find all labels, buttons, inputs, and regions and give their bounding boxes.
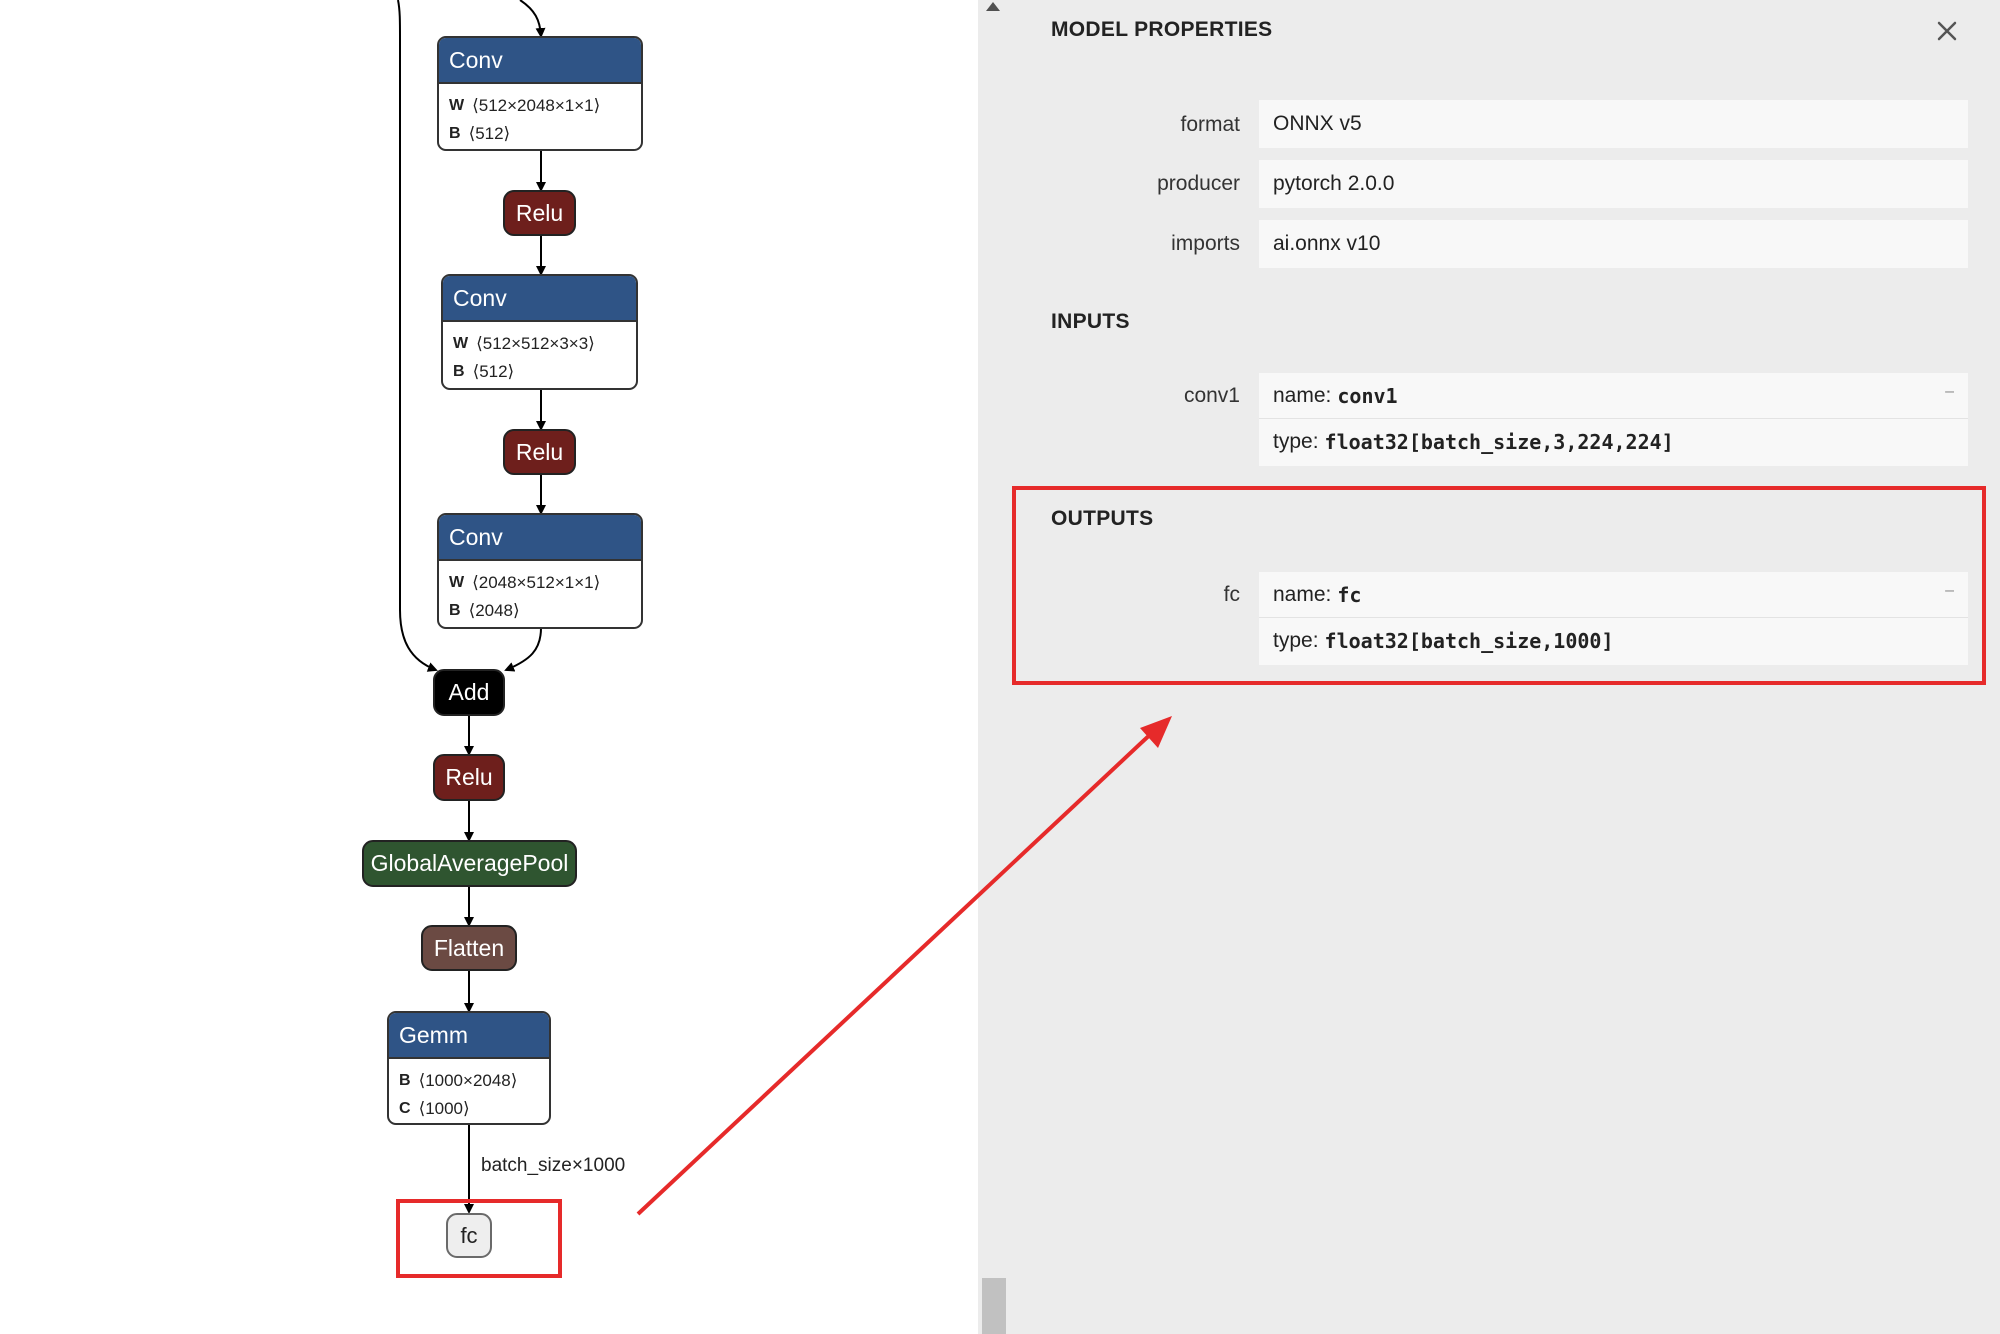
output-fc-label: fc xyxy=(1223,583,1240,606)
conv-node-3-bias: B ⟨2048⟩ xyxy=(449,601,520,620)
conv-node-2-weight: W ⟨512×512×3×3⟩ xyxy=(453,334,595,353)
scroll-up-icon[interactable] xyxy=(986,2,1000,11)
vertical-scrollbar[interactable] xyxy=(978,0,1010,1334)
edge-skip-connection xyxy=(397,0,438,672)
relu-node-2[interactable]: Relu xyxy=(503,429,576,475)
conv-node-3-weight: W ⟨2048×512×1×1⟩ xyxy=(449,573,601,592)
relu-node-1[interactable]: Relu xyxy=(503,190,576,236)
output-node-fc[interactable]: fc xyxy=(446,1213,492,1258)
format-value: ONNX v5 xyxy=(1259,100,1968,148)
graph-edges xyxy=(397,0,546,1214)
conv-node-2[interactable]: Conv W ⟨512×512×3×3⟩ B ⟨512⟩ xyxy=(441,274,638,390)
conv-node-1-title: Conv xyxy=(439,38,641,84)
output-fc-details[interactable]: name: fc – type: float32[batch_size,1000… xyxy=(1259,572,1968,665)
conv-node-1-weight: W ⟨512×2048×1×1⟩ xyxy=(449,96,601,115)
imports-label: imports xyxy=(1171,232,1240,255)
gemm-node-title: Gemm xyxy=(389,1013,549,1059)
input-name-row: name: conv1 – xyxy=(1259,373,1968,419)
close-icon[interactable] xyxy=(1930,14,1964,48)
inputs-title: INPUTS xyxy=(1051,310,1130,333)
output-expand-toggle[interactable]: – xyxy=(1945,582,1954,599)
input-conv1-label: conv1 xyxy=(1183,384,1240,407)
conv-node-1-bias: B ⟨512⟩ xyxy=(449,124,511,143)
producer-value: pytorch 2.0.0 xyxy=(1259,160,1968,208)
outputs-highlight-box xyxy=(1012,486,1986,685)
global-average-pool-node[interactable]: GlobalAveragePool xyxy=(362,840,577,887)
outputs-title: OUTPUTS xyxy=(1051,507,1154,530)
output-type-value: float32[batch_size,1000] xyxy=(1324,629,1614,653)
conv-node-3[interactable]: Conv W ⟨2048×512×1×1⟩ B ⟨2048⟩ xyxy=(437,513,643,629)
gemm-node-c: C ⟨1000⟩ xyxy=(399,1099,470,1118)
conv-node-2-bias: B ⟨512⟩ xyxy=(453,362,515,381)
output-name-value: fc xyxy=(1337,582,1362,607)
format-label: format xyxy=(1180,113,1240,136)
imports-value: ai.onnx v10 xyxy=(1259,220,1968,268)
scroll-thumb[interactable] xyxy=(982,1278,1006,1334)
conv-node-1[interactable]: Conv W ⟨512×2048×1×1⟩ B ⟨512⟩ xyxy=(437,36,643,151)
model-properties-panel: MODEL PROPERTIES format ONNX v5 producer… xyxy=(1010,0,2000,1334)
output-type-row: type: float32[batch_size,1000] xyxy=(1273,629,1614,653)
graph-canvas[interactable]: Conv W ⟨512×2048×1×1⟩ B ⟨512⟩ Relu Conv … xyxy=(0,0,980,1334)
panel-title: MODEL PROPERTIES xyxy=(1051,18,1273,41)
input-conv1-details[interactable]: name: conv1 – type: float32[batch_size,3… xyxy=(1259,373,1968,466)
conv-node-2-title: Conv xyxy=(443,276,636,322)
output-edge-label: batch_size×1000 xyxy=(481,1155,626,1176)
input-type-value: float32[batch_size,3,224,224] xyxy=(1324,430,1674,454)
add-node[interactable]: Add xyxy=(433,669,505,716)
input-name-value: conv1 xyxy=(1337,383,1398,408)
gemm-node[interactable]: Gemm B ⟨1000×2048⟩ C ⟨1000⟩ xyxy=(387,1011,551,1125)
producer-label: producer xyxy=(1157,172,1240,195)
relu-node-3[interactable]: Relu xyxy=(433,754,505,801)
input-expand-toggle[interactable]: – xyxy=(1945,383,1954,400)
graph-highlight-box xyxy=(396,1199,562,1278)
edge-top-in xyxy=(519,0,546,38)
gemm-node-b: B ⟨1000×2048⟩ xyxy=(399,1071,518,1090)
edge-conv3-add xyxy=(504,627,542,672)
conv-node-3-title: Conv xyxy=(439,515,641,561)
input-type-row: type: float32[batch_size,3,224,224] xyxy=(1273,430,1674,454)
output-name-row: name: fc – xyxy=(1259,572,1968,618)
flatten-node[interactable]: Flatten xyxy=(421,925,517,971)
